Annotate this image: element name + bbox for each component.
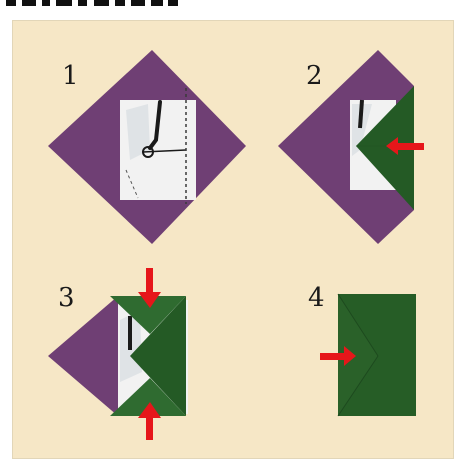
step-3-purple-flap <box>48 296 118 416</box>
step-3: 3 <box>48 268 188 440</box>
step-2-number: 2 <box>306 61 323 91</box>
step-2: 2 <box>278 50 424 244</box>
step-1: 1 <box>48 50 246 244</box>
step-4: 4 <box>308 283 416 416</box>
step-3-number: 3 <box>58 283 75 313</box>
step-2-cord <box>360 100 362 128</box>
step-4-number: 4 <box>308 283 325 313</box>
step-1-number: 1 <box>62 61 79 91</box>
